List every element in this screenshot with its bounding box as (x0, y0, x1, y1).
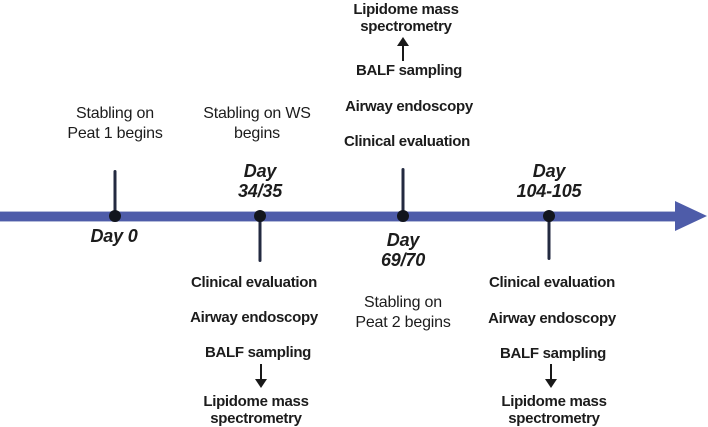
day104105-day-line1: Day (532, 161, 566, 181)
day6970-dot (397, 210, 409, 222)
day3435-procedure-clinical: Clinical evaluation (190, 274, 318, 291)
day104105-day-line2: 104-105 (516, 181, 582, 201)
day104105-day-label: Day 104-105 (517, 161, 582, 201)
day3435-outcome-line2: spectrometry (210, 410, 302, 427)
day6970-outcome-label: Lipidome mass spectrometry (353, 1, 459, 35)
day3435-dot (254, 210, 266, 222)
day104105-dot (543, 210, 555, 222)
day104105-procedure-clinical: Clinical evaluation (488, 274, 616, 291)
arrow-down-icon (255, 364, 267, 388)
day3435-procedure-balf: BALF sampling (204, 344, 312, 361)
day6970-stabling-line1: Stabling on (364, 294, 442, 311)
day6970-day-line1: Day (386, 230, 420, 250)
day3435-day-line1: Day (243, 161, 277, 181)
day0-tick (113, 170, 117, 216)
arrow-stem (401, 46, 405, 61)
arrow-stem (549, 364, 553, 379)
day0-stabling-line2: Peat 1 begins (67, 125, 163, 142)
day6970-stabling-label: Stabling on Peat 2 begins (355, 293, 450, 333)
arrow-down-icon (545, 364, 557, 388)
day3435-procedure-airway: Airway endoscopy (190, 309, 318, 326)
arrow-up-icon (397, 37, 409, 61)
day6970-procedure-clinical: Clinical evaluation (343, 133, 471, 150)
day3435-tick (258, 216, 262, 262)
day6970-procedure-balf: BALF sampling (355, 62, 463, 79)
day6970-day-label: Day 69/70 (381, 230, 425, 270)
arrow-point (545, 379, 557, 388)
day3435-day-line2: 34/35 (237, 181, 283, 201)
arrow-point (397, 37, 409, 46)
day6970-tick (401, 168, 405, 216)
day104105-tick (547, 216, 551, 260)
arrow-point (255, 379, 267, 388)
day104105-procedure-airway: Airway endoscopy (488, 310, 616, 327)
day3435-stabling-label: Stabling on WS begins (203, 104, 311, 144)
day6970-procedure-airway: Airway endoscopy (345, 98, 473, 115)
day0-stabling-line1: Stabling on (76, 105, 154, 122)
day3435-outcome-line1: Lipidome mass (203, 393, 309, 410)
day6970-outcome-line2: spectrometry (360, 18, 452, 35)
day3435-stabling-line1: Stabling on WS (203, 105, 311, 122)
day104105-procedure-balf: BALF sampling (499, 345, 607, 362)
arrow-right-icon (675, 201, 707, 231)
timeline-axis (0, 211, 678, 222)
day6970-stabling-line2: Peat 2 begins (355, 314, 451, 331)
day3435-day-label: Day 34/35 (238, 161, 282, 201)
arrow-stem (259, 364, 263, 379)
day104105-outcome-line1: Lipidome mass (501, 393, 607, 410)
day3435-stabling-line2: begins (234, 125, 280, 142)
day6970-day-line2: 69/70 (380, 250, 426, 270)
day6970-outcome-line1: Lipidome mass (353, 1, 459, 18)
day0-day-label: Day 0 (90, 226, 138, 246)
day3435-outcome-label: Lipidome mass spectrometry (203, 393, 309, 427)
day104105-outcome-line2: spectrometry (508, 410, 600, 427)
day0-dot (109, 210, 121, 222)
day0-stabling-label: Stabling on Peat 1 begins (67, 104, 162, 144)
day104105-outcome-label: Lipidome mass spectrometry (501, 393, 607, 427)
